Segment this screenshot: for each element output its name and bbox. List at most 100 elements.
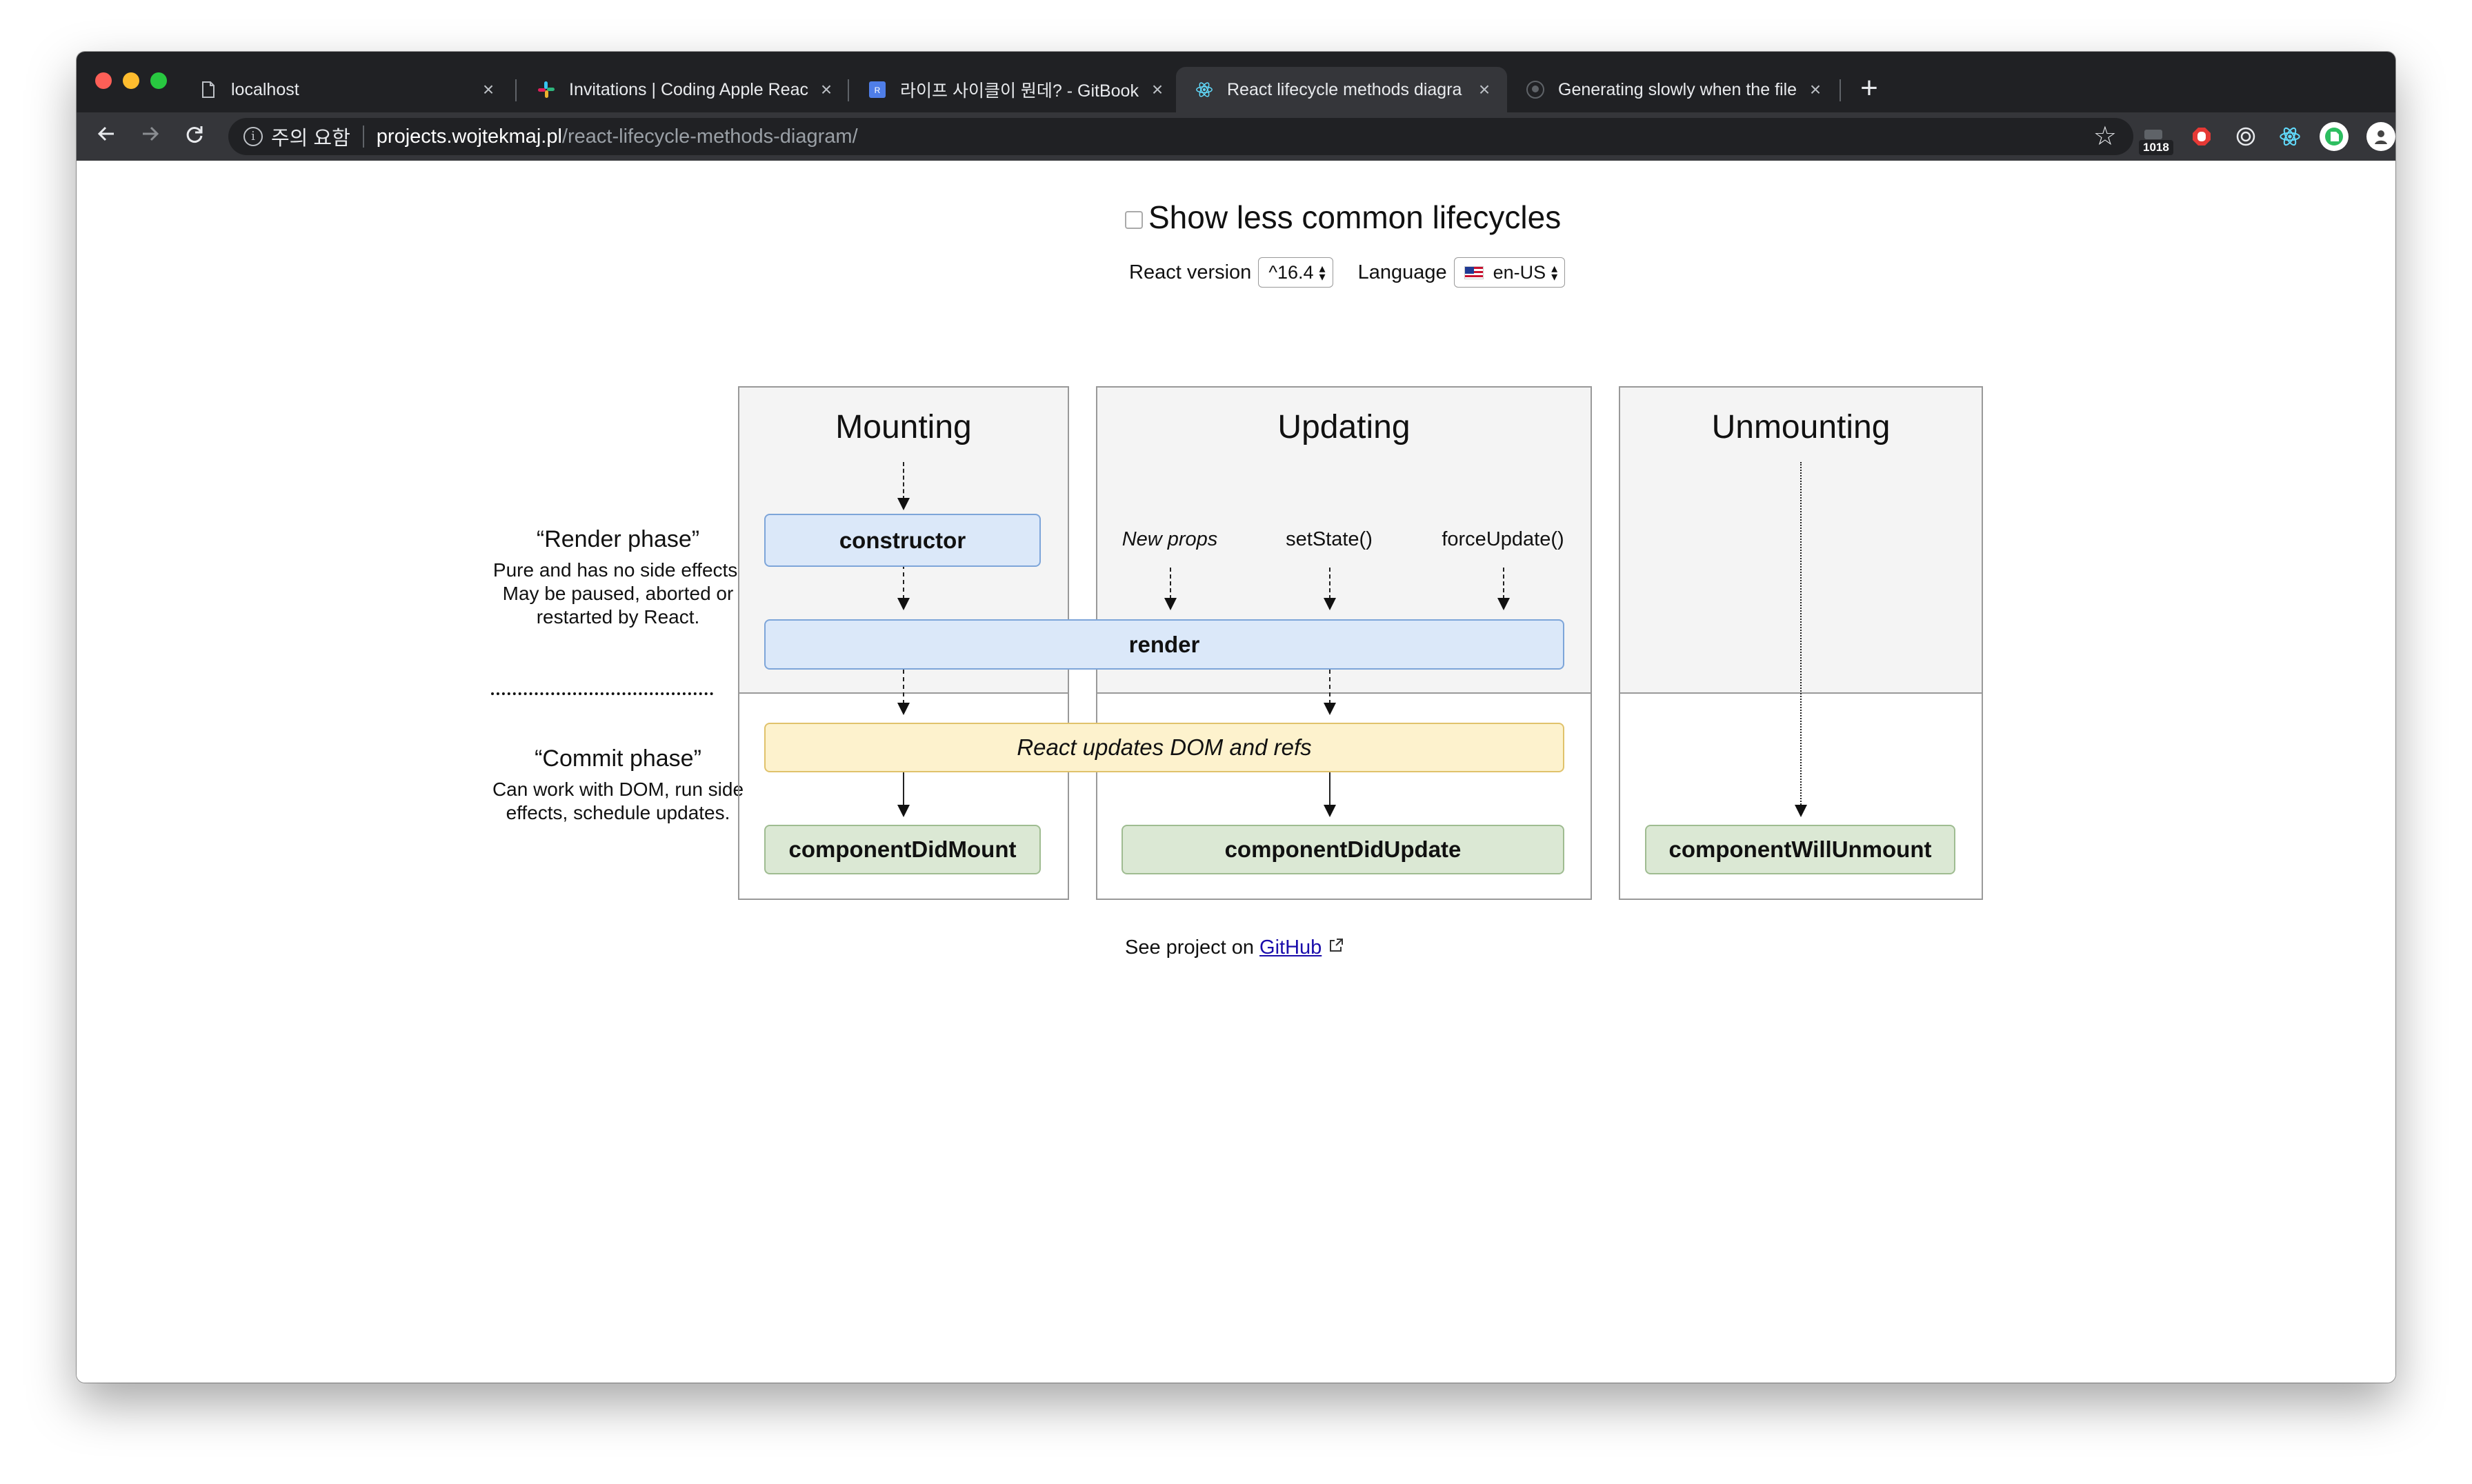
constructor-box[interactable]: constructor bbox=[764, 514, 1041, 567]
close-tab-icon[interactable]: × bbox=[482, 79, 495, 100]
browser-window: localhost × Invitations | Coding Apple R… bbox=[77, 52, 2395, 1383]
react-version-value: ^16.4 bbox=[1268, 261, 1314, 283]
footer: See project on GitHub bbox=[1125, 936, 1344, 959]
evernote-icon[interactable] bbox=[2320, 122, 2349, 151]
slack-icon bbox=[537, 81, 555, 99]
arrow-head bbox=[1497, 598, 1510, 610]
trigger-set-state: setState() bbox=[1286, 528, 1373, 550]
external-link-icon bbox=[1328, 938, 1344, 958]
close-window-button[interactable] bbox=[95, 72, 112, 89]
react-version-select[interactable]: ^16.4 ▴▾ bbox=[1258, 257, 1333, 288]
tab-strip: localhost × Invitations | Coding Apple R… bbox=[77, 52, 2395, 112]
select-arrows-icon: ▴▾ bbox=[1319, 261, 1326, 283]
url-host: projects.wojtekmaj.pl bbox=[376, 125, 562, 148]
footer-text: See project on bbox=[1125, 936, 1255, 959]
address-divider bbox=[362, 126, 364, 148]
show-less-checkbox[interactable] bbox=[1125, 211, 1143, 229]
arrow-line bbox=[903, 565, 904, 599]
commit-phase-desc: Can work with DOM, run side effects, sch… bbox=[492, 779, 744, 823]
arrow-head bbox=[1324, 805, 1336, 817]
reload-button[interactable] bbox=[179, 121, 210, 152]
tab-title: Generating slowly when the file bbox=[1558, 79, 1797, 99]
tab-title: Invitations | Coding Apple Reac bbox=[569, 79, 808, 99]
forward-button[interactable] bbox=[134, 121, 166, 152]
arrow-head bbox=[897, 498, 910, 510]
tab-localhost[interactable]: localhost × bbox=[180, 67, 511, 112]
arrow-head bbox=[1795, 805, 1807, 817]
arrow-line bbox=[1329, 568, 1330, 599]
render-phase-title: “Render phase” bbox=[536, 526, 700, 552]
trigger-force-update: forceUpdate() bbox=[1442, 528, 1564, 550]
page-icon bbox=[199, 81, 217, 99]
profile-avatar[interactable] bbox=[2366, 122, 2395, 151]
phase-divider bbox=[491, 692, 713, 695]
arrow-head bbox=[1324, 703, 1336, 715]
react-icon bbox=[1195, 81, 1213, 99]
trigger-new-props: New props bbox=[1122, 528, 1218, 550]
security-label[interactable]: 주의 요함 bbox=[271, 128, 350, 150]
section-heading: Unmounting bbox=[1711, 409, 1891, 445]
component-will-unmount-box[interactable]: componentWillUnmount bbox=[1645, 825, 1955, 874]
us-flag-icon bbox=[1464, 265, 1484, 279]
react-devtools-icon[interactable] bbox=[2275, 122, 2304, 151]
adblock-icon[interactable] bbox=[2187, 122, 2216, 151]
arrow-head bbox=[897, 805, 910, 817]
close-tab-icon[interactable]: × bbox=[820, 79, 833, 100]
section-heading: Updating bbox=[1277, 409, 1411, 445]
minimize-window-button[interactable] bbox=[123, 72, 139, 89]
address-bar[interactable]: i 주의 요함 projects.wojtekmaj.pl /react-lif… bbox=[228, 118, 2133, 155]
page-content: Show less common lifecycles React versio… bbox=[77, 161, 2395, 1383]
arrow-head bbox=[897, 598, 910, 610]
react-version-label: React version bbox=[1129, 261, 1252, 283]
commit-phase-title: “Commit phase” bbox=[535, 745, 701, 772]
new-tab-button[interactable]: + bbox=[1860, 71, 1878, 105]
render-box[interactable]: render bbox=[764, 619, 1564, 670]
language-value: en-US bbox=[1493, 261, 1546, 283]
arrow-line bbox=[1329, 772, 1330, 806]
extension-badge: 1018 bbox=[2139, 140, 2173, 155]
maximize-window-button[interactable] bbox=[150, 72, 167, 89]
tab-invitations[interactable]: Invitations | Coding Apple Reac × bbox=[518, 67, 849, 112]
browser-toolbar: i 주의 요함 projects.wojtekmaj.pl /react-lif… bbox=[77, 112, 2395, 161]
back-button[interactable] bbox=[90, 121, 122, 152]
options-row: React version ^16.4 ▴▾ Language en-US ▴▾ bbox=[1129, 257, 1566, 288]
close-tab-icon[interactable]: × bbox=[1478, 79, 1491, 100]
component-did-update-box[interactable]: componentDidUpdate bbox=[1122, 825, 1564, 874]
close-tab-icon[interactable]: × bbox=[1809, 79, 1822, 100]
arrow-line bbox=[1329, 670, 1330, 704]
github-link[interactable]: GitHub bbox=[1259, 936, 1322, 959]
language-select[interactable]: en-US ▴▾ bbox=[1453, 257, 1566, 288]
info-icon[interactable]: i bbox=[243, 127, 263, 146]
target-icon[interactable] bbox=[2231, 122, 2260, 151]
select-arrows-icon: ▴▾ bbox=[1551, 261, 1558, 283]
commit-phase-note: “Commit phase” Can work with DOM, run si… bbox=[484, 745, 752, 825]
tab-separator bbox=[515, 79, 517, 101]
arrow-head bbox=[897, 703, 910, 715]
close-tab-icon[interactable]: × bbox=[1151, 79, 1164, 100]
tab-title: React lifecycle methods diagra bbox=[1227, 79, 1462, 99]
tab-title: 라이프 사이클이 뭔데? - GitBook bbox=[900, 81, 1139, 101]
tab-gitbook[interactable]: R 라이프 사이클이 뭔데? - GitBook × bbox=[849, 67, 1180, 112]
bookmark-star-icon[interactable]: ☆ bbox=[2093, 122, 2117, 151]
render-phase-desc: Pure and has no side effects. May be pau… bbox=[492, 559, 744, 628]
show-less-toggle[interactable]: Show less common lifecycles bbox=[1125, 199, 1561, 236]
arrow-line bbox=[1170, 568, 1171, 599]
component-did-mount-box[interactable]: componentDidMount bbox=[764, 825, 1041, 874]
render-phase-note: “Render phase” Pure and has no side effe… bbox=[484, 526, 752, 629]
arrow-line bbox=[903, 462, 904, 500]
url-path: /react-lifecycle-methods-diagram/ bbox=[561, 125, 858, 148]
arrow-line bbox=[1503, 568, 1504, 599]
arrow-line bbox=[1800, 462, 1802, 807]
tab-generating-slowly[interactable]: Generating slowly when the file × bbox=[1507, 67, 1838, 112]
tab-title: localhost bbox=[231, 79, 299, 99]
show-less-label[interactable]: Show less common lifecycles bbox=[1148, 199, 1562, 235]
arrow-line bbox=[903, 670, 904, 704]
arrow-head bbox=[1324, 598, 1336, 610]
tab-separator bbox=[1840, 79, 1841, 101]
arrow-line bbox=[903, 772, 904, 806]
tab-separator bbox=[848, 79, 849, 101]
tab-react-lifecycle[interactable]: React lifecycle methods diagra × bbox=[1176, 67, 1507, 112]
extension-icon[interactable] bbox=[2139, 122, 2168, 151]
lifecycle-diagram: “Render phase” Pure and has no side effe… bbox=[77, 161, 2395, 1383]
arrow-head bbox=[1164, 598, 1177, 610]
